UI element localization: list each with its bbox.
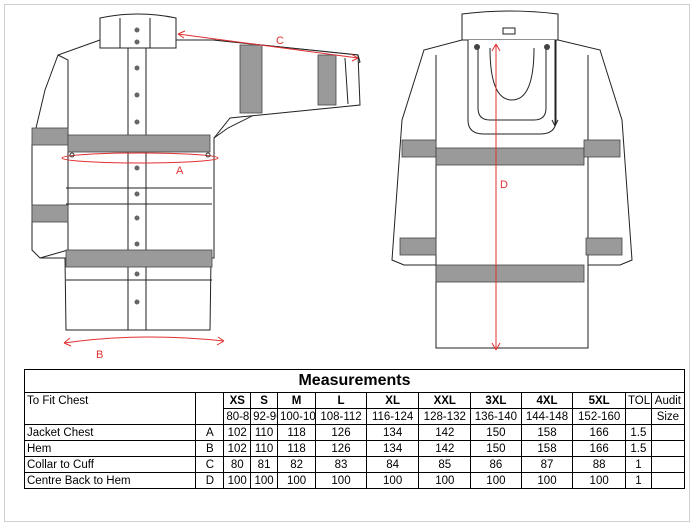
table-cell: 118 [276,440,317,457]
table-cell: 100 [470,472,522,489]
size-s: S [250,392,278,409]
size-xxl: XXL [418,392,472,409]
table-cell: 158 [520,424,574,441]
table-cell: 100 [520,472,574,489]
table-cell: 100 [315,472,367,489]
chest-range: 144-148 [520,408,574,425]
chest-range-row: 80-88 92-96 100-104 108-112 116-124 128-… [23,408,686,425]
table-cell: 88 [572,456,626,473]
size-header-row: To Fit Chest XS S M L XL XXL 3XL 4XL 5XL… [23,392,686,409]
table-cell: 126 [315,424,367,441]
table-cell: 126 [315,440,367,457]
row-code: C [195,456,225,473]
table-cell: 85 [418,456,472,473]
table-cell: 102 [223,440,252,457]
measure-b-hem: B [63,336,225,361]
table-cell: 81 [250,456,278,473]
chest-range: 136-140 [470,408,522,425]
size-5xl: 5XL [572,392,626,409]
size-4xl: 4XL [520,392,574,409]
table-cell: 142 [418,424,472,441]
table-cell: 84 [365,456,420,473]
row-label: Hem [23,440,197,457]
row-label: Centre Back to Hem [23,472,197,489]
chest-range: 100-104 [276,408,317,425]
table-cell: 110 [250,440,278,457]
audit-header: Audit [650,392,686,409]
row-label: Jacket Chest [23,424,197,441]
front-reflective-tape [31,44,337,268]
table-title: Measurements [24,369,685,393]
table-row: Centre Back to Hem D 100 100 100 100 100… [23,472,686,489]
size-xl: XL [365,392,420,409]
table-cell: 166 [572,424,626,441]
row-label: Collar to Cuff [23,456,197,473]
front-jacket-drawing [31,13,361,331]
jacket-diagrams: A B C [31,10,633,361]
measure-d-centre-back: D [491,43,508,351]
tol-cell: 1.5 [624,424,652,441]
size-xs: XS [223,392,252,409]
table-cell: 158 [520,440,574,457]
table-cell: 102 [223,424,252,441]
table-cell: 166 [572,440,626,457]
table-row: Hem B 102 110 118 126 134 142 150 158 16… [23,440,686,457]
label-c: C [276,35,284,47]
table-cell: 82 [276,456,317,473]
table-cell: 150 [470,424,522,441]
tol-cell: 1 [624,456,652,473]
chest-range: 152-160 [572,408,626,425]
size-l: L [315,392,367,409]
table-cell: 87 [520,456,574,473]
label-b: B [96,349,103,361]
row-code: D [195,472,225,489]
size-3xl: 3XL [470,392,522,409]
measure-a-chest: A [61,152,219,177]
table-cell: 100 [365,472,420,489]
table-cell: 142 [418,440,472,457]
hood-toggles [474,44,550,50]
page-border [4,4,690,522]
measurements-table: Measurements To Fit Chest XS S M L XL XX… [23,369,686,489]
label-a: A [176,165,184,177]
tol-header: TOL [624,392,652,409]
table-cell: 110 [250,424,278,441]
fit-chest-label: To Fit Chest [23,392,197,409]
size-m: M [276,392,317,409]
table-row: Jacket Chest A 102 110 118 126 134 142 1… [23,424,686,441]
table-cell: 100 [276,472,317,489]
chest-range: 116-124 [365,408,420,425]
tol-cell: 1.5 [624,440,652,457]
back-jacket-drawing [391,10,633,349]
back-reflective-tape [399,139,623,283]
table-cell: 100 [250,472,278,489]
table-cell: 118 [276,424,317,441]
table-row: Collar to Cuff C 80 81 82 83 84 85 86 87… [23,456,686,473]
tol-cell: 1 [624,472,652,489]
size-header: Size [650,408,686,425]
table-cell: 86 [470,456,522,473]
row-code: A [195,424,225,441]
measure-c-collar-cuff: C [177,30,359,62]
audit-cell[interactable] [650,440,686,457]
table-cell: 100 [572,472,626,489]
row-code: B [195,440,225,457]
table-cell: 83 [315,456,367,473]
audit-cell[interactable] [650,472,686,489]
audit-cell[interactable] [650,424,686,441]
table-cell: 100 [223,472,252,489]
table-cell: 134 [365,424,420,441]
chest-range: 80-88 [223,408,252,425]
table-cell: 100 [418,472,472,489]
chest-range: 108-112 [315,408,367,425]
audit-cell[interactable] [650,456,686,473]
table-cell: 134 [365,440,420,457]
front-buttons [134,27,140,305]
label-d: D [500,179,508,191]
chest-range: 92-96 [250,408,278,425]
table-cell: 150 [470,440,522,457]
table-cell: 80 [223,456,252,473]
chest-range: 128-132 [418,408,472,425]
